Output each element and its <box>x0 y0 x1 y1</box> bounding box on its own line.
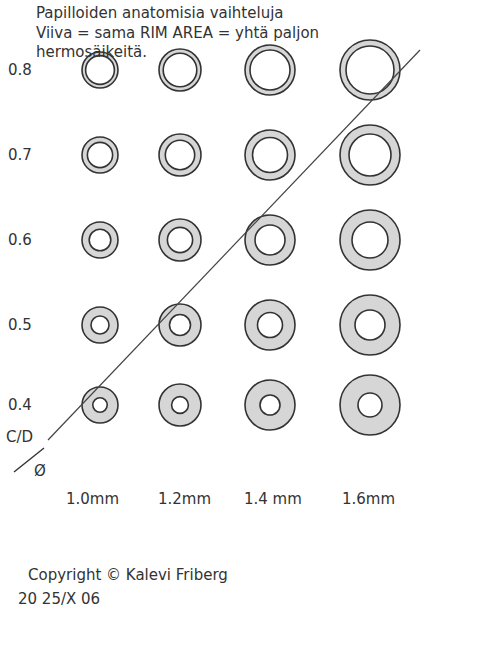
column-label: 1.6mm <box>342 490 395 509</box>
column-label: 1.2mm <box>158 490 211 509</box>
equal-rim-line <box>48 50 420 440</box>
title-text: Papilloiden anatomisia vaihteluja <box>36 4 284 23</box>
note-text: Viiva = sama RIM AREA = yhtä paljon herm… <box>36 24 326 62</box>
column-label: 1.4 mm <box>244 490 302 509</box>
row-label: 0.7 <box>8 146 32 165</box>
axis-label: C/D <box>6 428 33 447</box>
row-label: 0.6 <box>8 231 32 250</box>
row-label: 0.8 <box>8 61 32 80</box>
column-label: 1.0mm <box>66 490 119 509</box>
date-text: 20 25/X 06 <box>18 590 100 609</box>
row-label: 0.4 <box>8 396 32 415</box>
row-label: 0.5 <box>8 316 32 335</box>
copyright-text: Copyright © Kalevi Friberg <box>28 566 228 585</box>
axis-label: Ø <box>34 462 46 481</box>
